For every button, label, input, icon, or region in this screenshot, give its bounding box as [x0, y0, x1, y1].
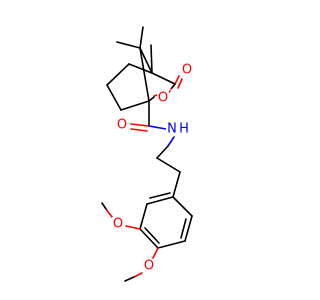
bond-c7-methyl-top	[139, 26, 144, 49]
bond-camide-n	[148, 125, 167, 130]
ring-bond-3-inner	[144, 227, 160, 244]
svg-text:O: O	[113, 217, 123, 232]
svg-text:N: N	[167, 122, 177, 137]
methoxy-oxygen-3: O	[112, 217, 124, 232]
ring-bond-1-inner	[149, 192, 171, 199]
molecule-canvas: O O O N H O O	[101, 26, 193, 282]
bond-c6-c6b	[106, 84, 122, 111]
bond-ring-o3	[125, 225, 141, 230]
bond-camide-o-a	[130, 123, 150, 127]
bond-ring-o4	[152, 247, 159, 259]
ring-bond-5-inner	[180, 218, 187, 239]
ring-bond-3	[139, 228, 159, 249]
svg-text:O: O	[182, 63, 192, 78]
ring-bond-2	[139, 203, 148, 230]
amide-hydrogen: H	[179, 122, 189, 137]
bond-ch2-ipso	[172, 171, 181, 198]
svg-text:O: O	[117, 118, 127, 133]
molecule-structure: O O O N H O O	[101, 26, 193, 282]
bond-c3-o2-dark	[171, 83, 176, 89]
bond-c7-c1	[139, 47, 150, 102]
ring-bond-6	[172, 196, 193, 217]
ring-bond-1	[146, 196, 174, 205]
svg-text:O: O	[144, 259, 154, 274]
ring-oxygen: O	[157, 91, 169, 106]
bond-c6b-c1	[120, 100, 150, 111]
bond-c4-c5	[128, 63, 153, 74]
amide-nitrogen: N H	[166, 122, 190, 137]
ring-bond-4	[157, 240, 186, 249]
ring-bond-5	[184, 215, 193, 242]
methoxy-oxygen-4: O	[143, 259, 155, 274]
bond-c7-c4	[139, 47, 153, 74]
bond-o3-ch3-red	[105, 208, 113, 218]
bond-o4-ch3	[124, 276, 135, 282]
bond-c3-o-carbonyl-a	[174, 75, 180, 85]
amide-carbonyl-oxygen: O	[116, 118, 128, 133]
bond-o2-c1	[148, 96, 155, 102]
bond-n-ch2-a	[167, 136, 175, 147]
lactone-carbonyl-oxygen: O	[181, 63, 193, 78]
bond-c7-methyl-left	[116, 41, 141, 49]
bond-c4-c3	[151, 72, 176, 85]
bond-ch2-ch2	[156, 157, 181, 173]
bond-n-ch2	[156, 145, 169, 159]
bond-c5-c6	[106, 63, 130, 86]
bond-c4-methyl	[150, 44, 153, 74]
bond-o4-ch3-red	[133, 272, 143, 278]
svg-text:O: O	[158, 91, 168, 106]
bond-c3-o-carbonyl-b	[177, 78, 183, 89]
bond-camide-o-b	[130, 128, 148, 132]
bond-o3-ch3	[101, 202, 107, 210]
